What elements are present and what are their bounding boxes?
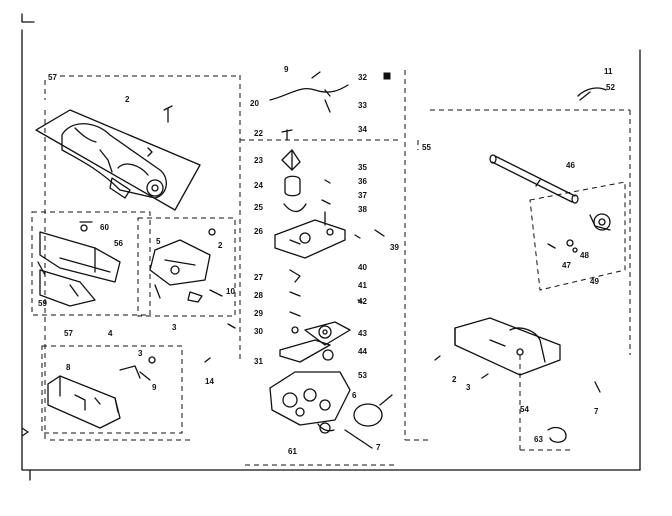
callout-34: 34 <box>358 125 367 134</box>
callout-53: 53 <box>358 371 367 380</box>
callout-43: 43 <box>358 329 367 338</box>
callout-29: 29 <box>254 309 263 318</box>
callout-5: 5 <box>156 237 161 246</box>
callout-37: 37 <box>358 191 367 200</box>
callout-10: 10 <box>226 287 235 296</box>
callout-41: 41 <box>358 281 367 290</box>
part-screw-top <box>147 105 173 157</box>
part-bushing-24 <box>284 175 301 197</box>
part-base-plate <box>454 317 561 376</box>
callout-labels: 57 2 60 56 59 57 4 5 2 10 3 3 8 9 14 9 2… <box>38 65 615 456</box>
right-group-bracket <box>417 109 631 355</box>
part-handle-housing <box>35 109 201 211</box>
callout-27: 27 <box>254 273 263 282</box>
callout-4: 4 <box>108 329 113 338</box>
callout-14: 14 <box>205 377 214 386</box>
switch-group-box <box>137 217 236 317</box>
small-screws-center <box>204 89 385 363</box>
callout-3-lower: 3 <box>138 349 143 358</box>
callout-42: 42 <box>358 297 367 306</box>
callout-7: 7 <box>376 443 381 452</box>
part-link-spring <box>269 71 391 113</box>
outer-frame <box>21 13 641 481</box>
callout-2-switch: 2 <box>218 241 223 250</box>
callout-30: 30 <box>254 327 263 336</box>
part-cord-loop <box>344 394 393 449</box>
callout-54: 54 <box>520 405 529 414</box>
callout-9-top: 9 <box>284 65 289 74</box>
callout-57: 57 <box>64 329 73 338</box>
motor-group-box <box>31 211 151 316</box>
callout-39: 39 <box>390 243 399 252</box>
callout-38: 38 <box>358 205 367 214</box>
callout-25: 25 <box>254 203 263 212</box>
center-column-frame <box>239 70 406 466</box>
right-lower-bracket <box>405 355 570 451</box>
callout-33: 33 <box>358 101 367 110</box>
callout-35: 35 <box>358 163 367 172</box>
callout-48: 48 <box>580 251 589 260</box>
callout-58: 56 <box>114 239 123 248</box>
callout-40: 40 <box>358 263 367 272</box>
callout-49: 49 <box>590 277 599 286</box>
callout-24: 24 <box>254 181 263 190</box>
callout-11: 11 <box>604 67 613 76</box>
callout-61: 61 <box>288 447 297 456</box>
callout-20: 20 <box>250 99 259 108</box>
part-plate-26 <box>274 219 346 259</box>
part-cam-23 <box>281 149 301 171</box>
callout-3: 3 <box>172 323 177 332</box>
part-blade-tip <box>577 87 607 101</box>
callout-44: 44 <box>358 347 367 356</box>
callout-3-right: 3 <box>466 383 471 392</box>
callout-6: 6 <box>352 391 357 400</box>
part-shaft <box>489 154 579 204</box>
callout-63: 63 <box>534 435 543 444</box>
part-cup-25 <box>283 203 307 213</box>
callout-7-right: 7 <box>594 407 599 416</box>
small-screws-right <box>434 355 601 443</box>
callout-36: 36 <box>358 177 367 186</box>
callout-52: 52 <box>606 83 615 92</box>
part-plate-30 <box>304 321 351 346</box>
callout-2-top: 2 <box>125 95 130 104</box>
callout-2-right: 2 <box>452 375 457 384</box>
callout-31: 31 <box>254 357 263 366</box>
callout-57-top: 57 <box>48 73 57 82</box>
part-gearbox <box>269 371 351 434</box>
callout-23: 23 <box>254 156 263 165</box>
callout-8: 8 <box>66 363 71 372</box>
callout-28: 28 <box>254 291 263 300</box>
gear-group-box <box>529 181 626 291</box>
callout-9: 9 <box>152 383 157 392</box>
clip-icon <box>21 427 29 437</box>
part-screw-22 <box>281 129 293 141</box>
callout-46: 46 <box>566 161 575 170</box>
callout-26: 26 <box>254 227 263 236</box>
part-springs-27-29 <box>289 269 301 334</box>
callout-47: 47 <box>562 261 571 270</box>
callout-55: 55 <box>422 143 431 152</box>
callout-59: 59 <box>38 299 47 308</box>
blade-holder-group-box <box>41 345 183 434</box>
callout-22: 22 <box>254 129 263 138</box>
callout-60: 60 <box>100 223 109 232</box>
callout-32: 32 <box>358 73 367 82</box>
part-bracket-31 <box>279 339 334 363</box>
